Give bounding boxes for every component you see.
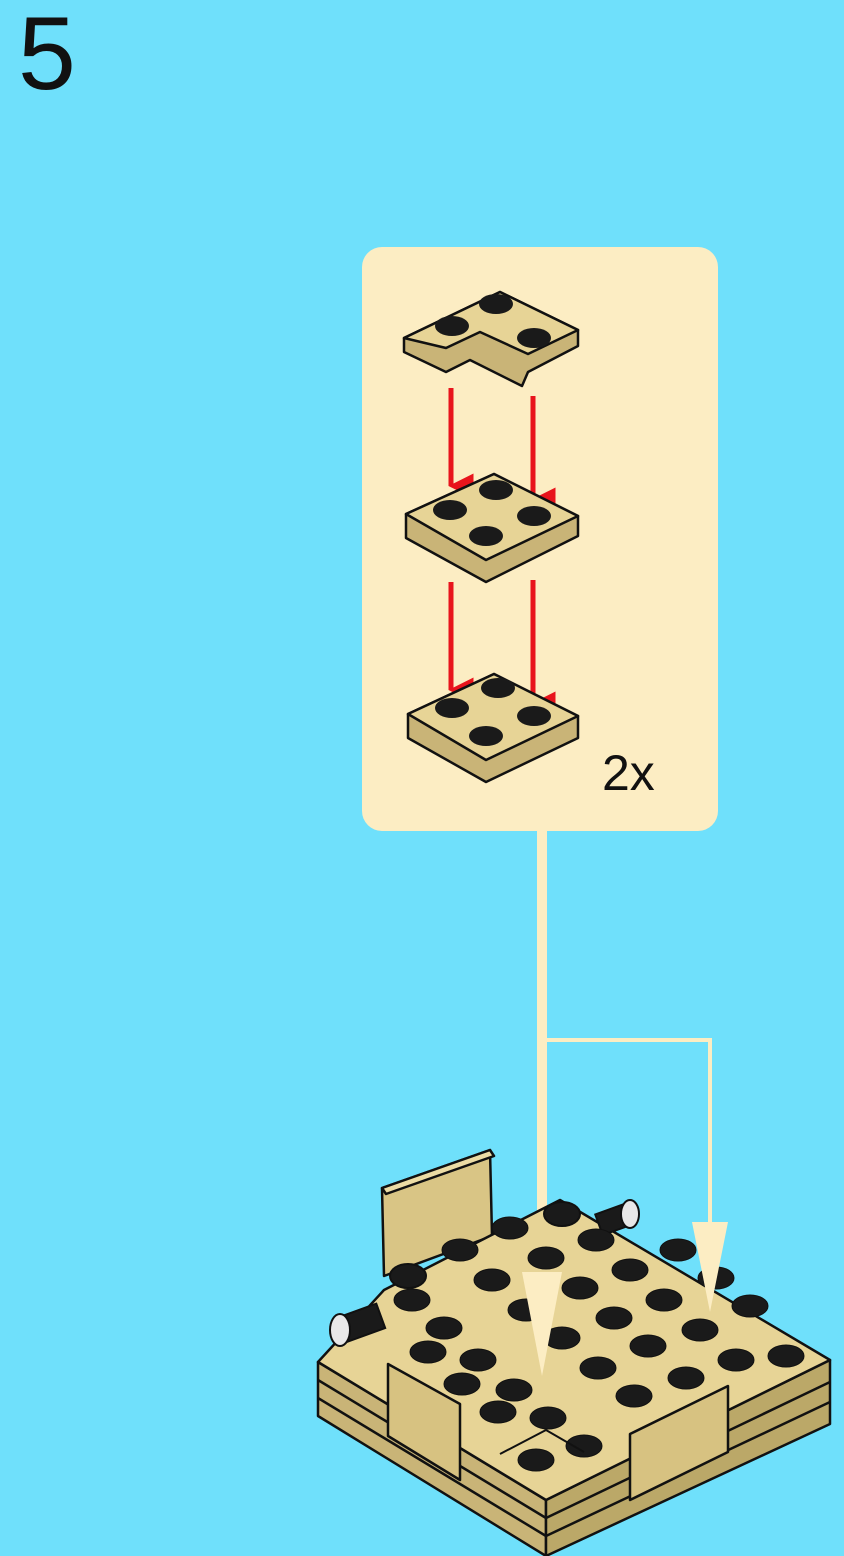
quantity-multiplier: 2x — [602, 745, 655, 801]
square-plate-studs — [433, 480, 551, 546]
main-model — [316, 1148, 832, 1556]
square-plate-studs — [435, 678, 551, 746]
step-number: 5 — [18, 0, 76, 112]
target-recess — [499, 1428, 585, 1455]
placement-arrow — [448, 580, 556, 717]
callout-leader — [537, 831, 712, 1341]
main-model-studs — [393, 1216, 805, 1472]
axle-connector — [329, 1199, 640, 1347]
placement-arrow — [522, 1222, 728, 1376]
corner-plate-studs — [435, 294, 551, 348]
placement-arrow — [448, 388, 556, 513]
